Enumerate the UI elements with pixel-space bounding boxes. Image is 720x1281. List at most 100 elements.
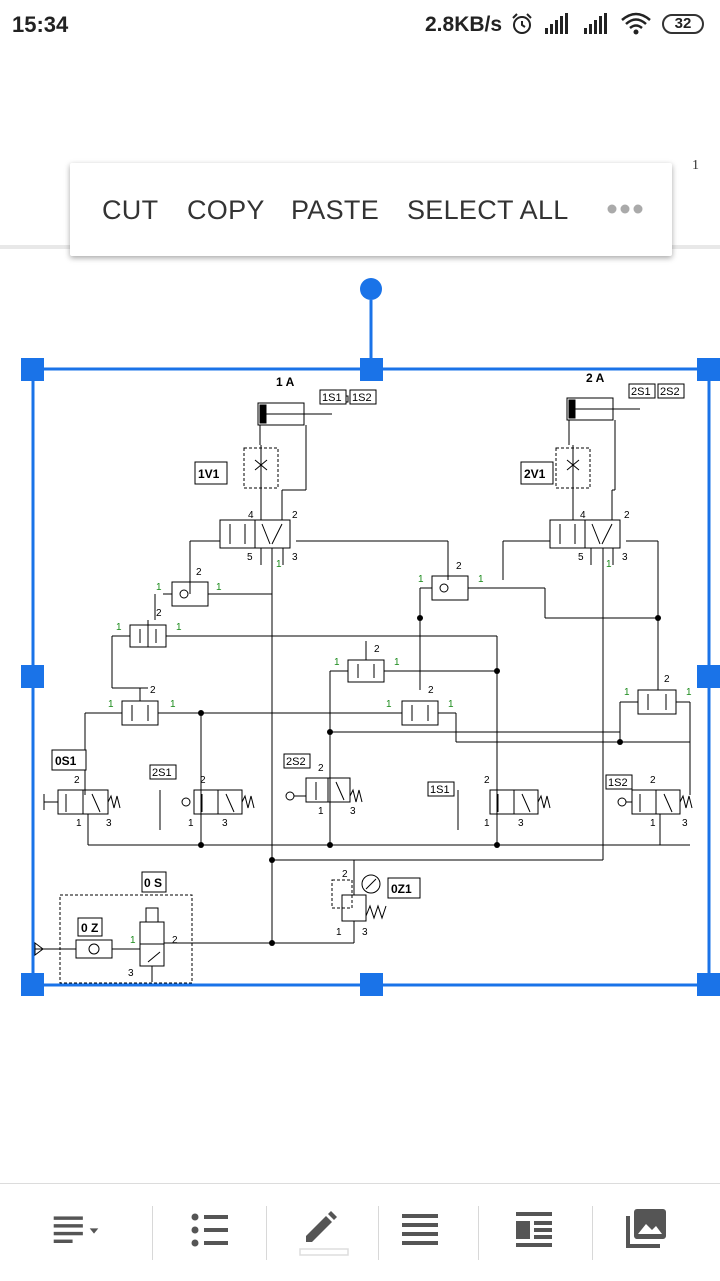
svg-text:3: 3 [222, 818, 228, 829]
wifi-icon [621, 12, 651, 35]
pencil-icon[interactable] [296, 1206, 356, 1256]
valve-2s2 [285, 777, 363, 845]
cylinder-2a [566, 397, 640, 470]
bulleted-list-icon[interactable] [186, 1206, 246, 1256]
main-valve-1 [219, 470, 307, 860]
resize-handle-top-left[interactable] [21, 358, 44, 381]
svg-text:4: 4 [580, 510, 586, 521]
context-menu: CUT COPY PASTE SELECT ALL [70, 163, 672, 256]
svg-text:3: 3 [350, 806, 356, 817]
resize-handle-bottom-right[interactable] [697, 973, 720, 996]
svg-text:3: 3 [106, 818, 112, 829]
svg-text:1: 1 [156, 582, 162, 593]
toolbar-divider [378, 1206, 379, 1260]
resize-handle-bottom-left[interactable] [21, 973, 44, 996]
resize-handle-right[interactable] [697, 665, 720, 688]
rotate-handle[interactable] [360, 278, 382, 300]
filter-regulator-0z [34, 939, 140, 959]
resize-handle-bottom[interactable] [360, 973, 383, 996]
main-valve-2 [549, 470, 621, 860]
alarm-icon [512, 13, 532, 34]
and-valve-1 [111, 620, 497, 689]
svg-text:2: 2 [172, 935, 178, 946]
toolbar-divider [592, 1206, 593, 1260]
svg-text:1: 1 [176, 622, 182, 633]
toolbar-divider [266, 1206, 267, 1260]
shuttle-valve-1 [154, 581, 272, 620]
svg-text:1: 1 [116, 622, 122, 633]
resize-handle-top[interactable] [360, 358, 383, 381]
svg-text:2: 2 [484, 775, 490, 786]
svg-text:3: 3 [518, 818, 524, 829]
svg-text:5: 5 [247, 552, 253, 563]
paste-button[interactable]: PASTE [291, 195, 380, 225]
copy-button[interactable]: COPY [187, 195, 265, 225]
svg-text:1: 1 [336, 927, 342, 938]
paragraph-icon[interactable] [398, 1206, 458, 1256]
resize-handle-left[interactable] [21, 665, 44, 688]
pressure-valve-0z1 [331, 874, 387, 943]
cylinder-1a [257, 395, 349, 470]
valve-label-2s1: 2S1 [152, 767, 172, 779]
status-bar: 15:34 2.8KB/s 32 [0, 0, 720, 52]
more-horizontal-icon[interactable] [606, 203, 646, 215]
svg-text:2: 2 [428, 685, 434, 696]
unit-label-0z: 0 Z [81, 921, 98, 935]
svg-text:2: 2 [196, 567, 202, 578]
svg-text:1: 1 [216, 582, 222, 593]
cylinder-label-1a: 1 A [276, 375, 295, 389]
junction-dots [198, 615, 661, 946]
svg-text:2: 2 [374, 644, 380, 655]
unit-label-0z1: 0Z1 [391, 882, 412, 896]
svg-text:2: 2 [342, 869, 348, 880]
shuttle-valve-2 [419, 575, 658, 690]
and-valve-2 [329, 641, 497, 830]
svg-text:3: 3 [128, 968, 134, 979]
image-icon[interactable] [622, 1206, 682, 1256]
svg-text:1: 1 [76, 818, 82, 829]
and-valve-5 [619, 689, 691, 795]
toolbar-divider [478, 1206, 479, 1260]
svg-text:1: 1 [686, 687, 692, 698]
text-align-icon[interactable] [52, 1206, 112, 1256]
valve-2s1 [159, 789, 255, 845]
service-unit-box [59, 894, 193, 984]
svg-text:1: 1 [448, 699, 454, 710]
svg-text:1: 1 [334, 657, 340, 668]
svg-text:1: 1 [170, 699, 176, 710]
svg-text:3: 3 [292, 552, 298, 563]
svg-text:2: 2 [650, 775, 656, 786]
valve-label-1v1: 1V1 [198, 467, 220, 481]
flow-control-valve-2v1 [555, 445, 591, 520]
svg-text:2: 2 [318, 763, 324, 774]
toolbar-divider [152, 1206, 153, 1260]
network-speed: 2.8KB/s [425, 13, 503, 36]
port-numbers: 4 2 5 3 1 4 2 5 3 1 1 1 2 2 1 1 2 1 1 2 … [74, 510, 692, 979]
start-valve-0s [139, 907, 354, 982]
valve-label-0s1: 0S1 [55, 754, 77, 768]
sensor-label-1s2: 1S2 [352, 392, 372, 404]
selected-image[interactable]: 1 A 2 A 1S1 1S2 2S1 2S2 1V1 2V1 0S1 2S1 … [0, 270, 720, 1000]
svg-text:1: 1 [624, 687, 630, 698]
svg-text:1: 1 [318, 806, 324, 817]
cut-button[interactable]: CUT [102, 195, 159, 225]
valve-label-2v1: 2V1 [524, 467, 546, 481]
signal-icon [545, 13, 568, 34]
resize-handle-top-right[interactable] [697, 358, 720, 381]
svg-text:1: 1 [130, 935, 136, 946]
select-all-button[interactable]: SELECT ALL [407, 195, 569, 225]
bottom-toolbar [0, 1183, 720, 1281]
svg-text:3: 3 [682, 818, 688, 829]
valve-label-2s2: 2S2 [286, 756, 306, 768]
svg-text:2: 2 [74, 775, 80, 786]
valve-1s1 [457, 789, 551, 845]
svg-text:1: 1 [108, 699, 114, 710]
svg-text:2: 2 [624, 510, 630, 521]
battery-indicator: 32 [662, 14, 704, 34]
svg-text:1: 1 [394, 657, 400, 668]
valve-label-1s1: 1S1 [430, 784, 450, 796]
valve-0s1 [43, 789, 121, 845]
svg-text:3: 3 [362, 927, 368, 938]
wrap-text-icon[interactable] [512, 1206, 572, 1256]
svg-text:1: 1 [650, 818, 656, 829]
